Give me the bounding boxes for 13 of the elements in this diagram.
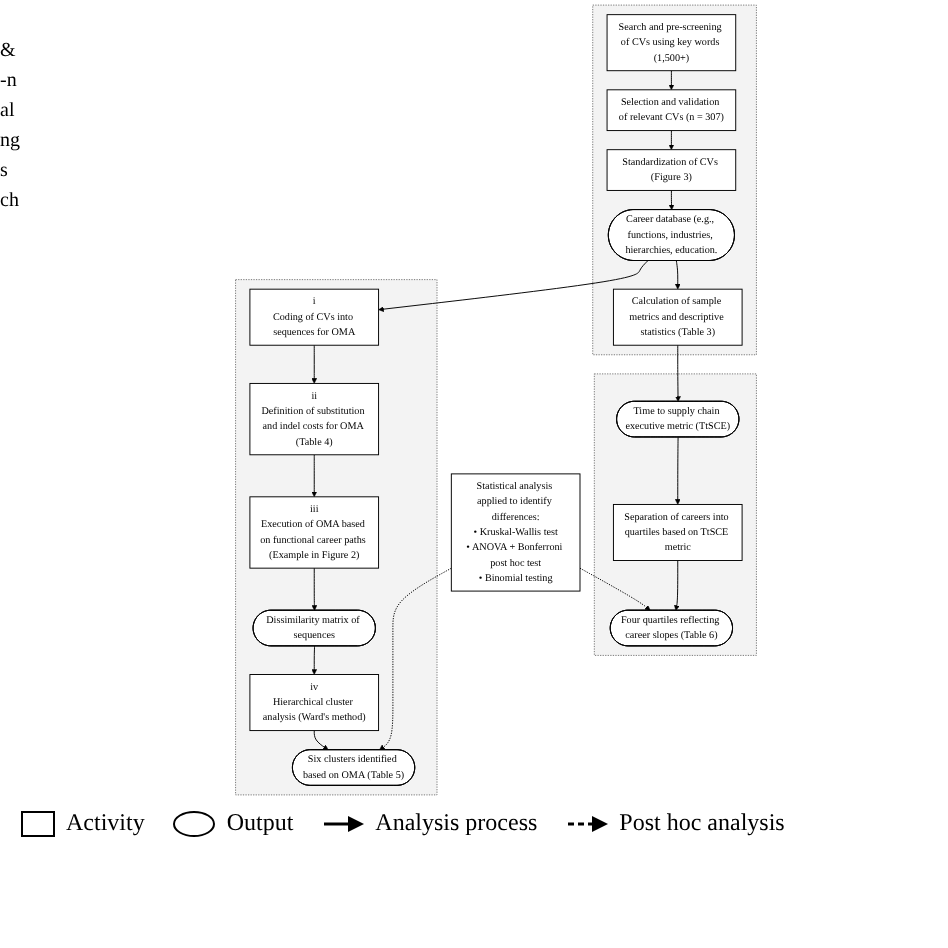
legend-text: Output (226, 808, 294, 838)
cut-off-label: ng (0, 130, 22, 152)
cluster (592, 4, 757, 356)
cut-off-label: al (0, 100, 17, 122)
cluster (235, 279, 438, 796)
cut-off-label: & (0, 40, 18, 62)
legend-text: Analysis process (375, 808, 538, 838)
cut-off-label: s (0, 160, 10, 182)
legend-text: Activity (66, 808, 145, 838)
legend-text: Post hoc analysis (619, 808, 785, 838)
cluster (593, 373, 757, 656)
cut-off-label: -n (0, 70, 19, 92)
cut-off-label: ch (0, 190, 21, 212)
